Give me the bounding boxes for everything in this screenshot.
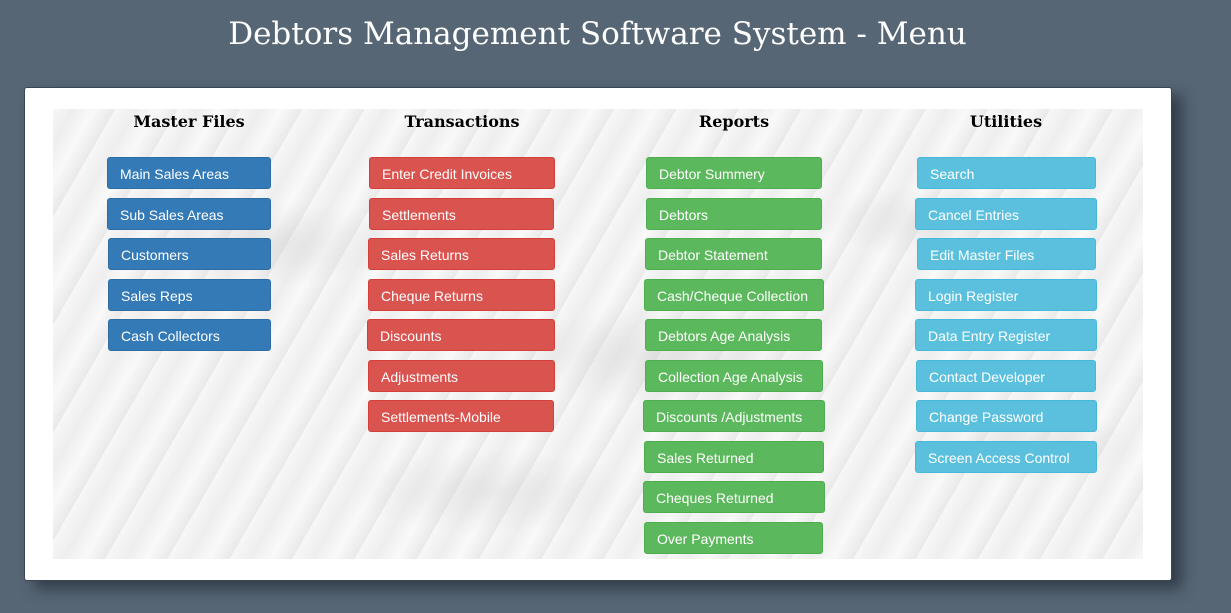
discounts-button[interactable]: Discounts [367,319,555,351]
contact-developer-button[interactable]: Contact Developer [916,360,1096,392]
screen-access-control-button[interactable]: Screen Access Control [915,441,1097,473]
debtors-age-analysis-button[interactable]: Debtors Age Analysis [645,319,822,351]
debtors-button[interactable]: Debtors [646,198,822,230]
cheques-returned-button[interactable]: Cheques Returned [643,481,825,513]
debtor-statement-button[interactable]: Debtor Statement [645,238,822,270]
master-files-heading: Master Files [133,112,245,131]
main-sales-areas-button[interactable]: Main Sales Areas [107,157,271,189]
customers-button[interactable]: Customers [108,238,271,270]
cancel-entries-button[interactable]: Cancel Entries [915,198,1097,230]
sales-reps-button[interactable]: Sales Reps [108,279,271,311]
collection-age-analysis-button[interactable]: Collection Age Analysis [645,360,823,392]
enter-credit-invoices-button[interactable]: Enter Credit Invoices [369,157,555,189]
cash-cheque-collection-button[interactable]: Cash/Cheque Collection [644,279,824,311]
adjustments-button[interactable]: Adjustments [368,360,555,392]
debtor-summery-button[interactable]: Debtor Summery [646,157,822,189]
utilities-heading: Utilities [969,112,1043,131]
settlements-mobile-button[interactable]: Settlements-Mobile [368,400,554,432]
sales-returns-button[interactable]: Sales Returns [368,238,555,270]
settlements-button[interactable]: Settlements [369,198,554,230]
reports-heading: Reports [698,112,770,131]
change-password-button[interactable]: Change Password [916,400,1097,432]
discounts-adjustments-button[interactable]: Discounts /Adjustments [643,400,825,432]
menu-panel: Master Files Transactions Reports Utilit… [24,87,1172,581]
page-title: Debtors Management Software System - Men… [228,16,967,52]
cheque-returns-button[interactable]: Cheque Returns [368,279,555,311]
transactions-heading: Transactions [404,112,520,131]
cash-collectors-button[interactable]: Cash Collectors [108,319,271,351]
data-entry-register-button[interactable]: Data Entry Register [915,319,1097,351]
over-payments-button[interactable]: Over Payments [644,522,823,554]
sub-sales-areas-button[interactable]: Sub Sales Areas [107,198,271,230]
login-register-button[interactable]: Login Register [915,279,1097,311]
search-button[interactable]: Search [917,157,1096,189]
edit-master-files-button[interactable]: Edit Master Files [917,238,1096,270]
sales-returned-button[interactable]: Sales Returned [644,441,824,473]
